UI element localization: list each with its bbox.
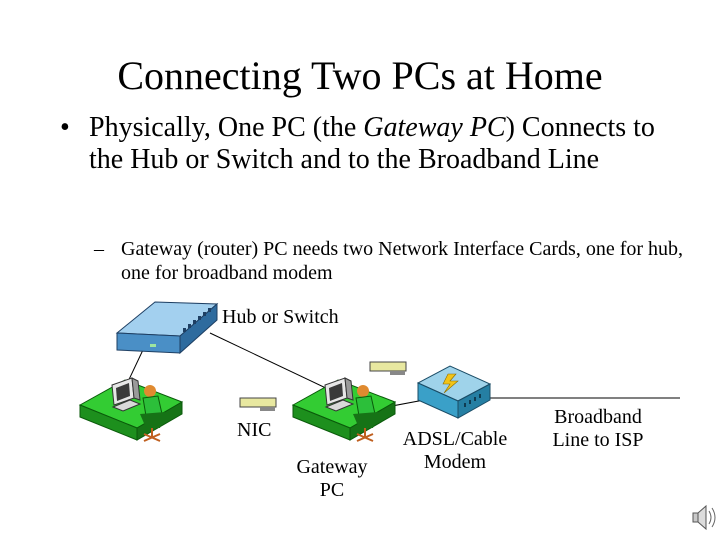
workstation-icon	[291, 377, 397, 442]
hub-label: Hub or Switch	[222, 306, 339, 328]
bullet-text-part2: ) Connects to the Hub or Switch and to t…	[89, 112, 655, 175]
bullet-text: Physically, One PC (the Gateway PC) Conn…	[89, 112, 680, 176]
gateway-label-line2: PC	[319, 479, 345, 501]
main-bullet: • Physically, One PC (the Gateway PC) Co…	[60, 112, 680, 176]
nic-card-icon	[369, 361, 407, 375]
modem-label-line1: ADSL/Cable	[402, 428, 508, 450]
gateway-label: Gateway PC	[282, 456, 382, 502]
sub-bullet-text: Gateway (router) PC needs two Network In…	[121, 238, 684, 284]
speaker-icon	[692, 504, 716, 531]
workstation-icon	[78, 377, 184, 442]
broadband-label-line1: Broadband	[554, 406, 642, 428]
bullet-text-italic: Gateway PC	[363, 112, 506, 143]
slide-title: Connecting Two PCs at Home	[117, 53, 603, 98]
modem-icon	[416, 365, 492, 419]
sub-bullet-marker: –	[94, 238, 104, 260]
hub-to-gateway-cable	[209, 332, 331, 391]
modem-label-line2: Modem	[423, 451, 487, 473]
modem-label: ADSL/Cable Modem	[388, 428, 522, 474]
hub-icon	[115, 301, 219, 355]
bullet-text-part1: Physically, One PC (the	[89, 112, 364, 143]
broadband-label: Broadband Line to ISP	[536, 406, 660, 452]
sub-bullet: – Gateway (router) PC needs two Network …	[94, 237, 684, 285]
broadband-label-line2: Line to ISP	[552, 429, 644, 451]
bullet-marker: •	[60, 112, 70, 143]
nic-card-icon	[239, 397, 277, 411]
gateway-label-line1: Gateway	[296, 456, 368, 478]
nic-label: NIC	[237, 419, 272, 441]
